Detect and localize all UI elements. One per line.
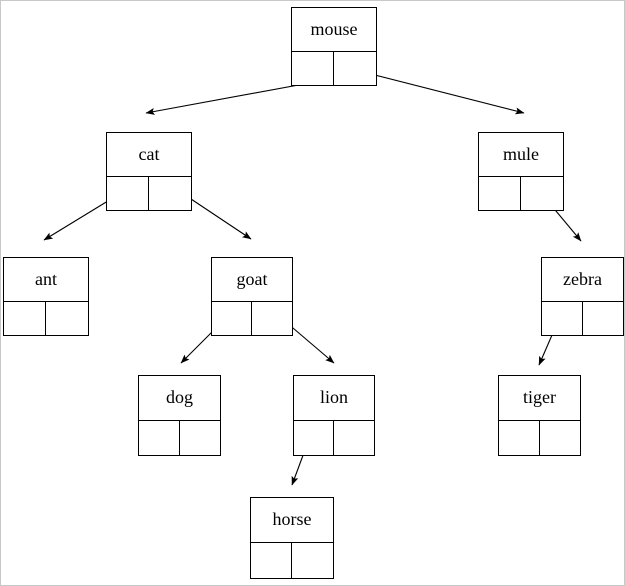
left-pointer-cell — [107, 177, 149, 210]
left-pointer-cell — [4, 302, 46, 335]
node-pointer-row — [139, 421, 220, 455]
tree-node-cat: cat — [106, 132, 192, 211]
left-pointer-cell — [542, 302, 583, 335]
tree-node-ant: ant — [3, 257, 89, 336]
left-pointer-cell — [479, 177, 521, 210]
right-pointer-cell — [46, 302, 88, 335]
right-pointer-cell — [334, 421, 374, 455]
node-pointer-row — [294, 421, 374, 455]
node-label: mouse — [292, 8, 376, 52]
right-pointer-cell — [334, 52, 376, 85]
node-pointer-row — [251, 543, 333, 578]
node-label: zebra — [542, 258, 623, 302]
left-pointer-cell — [292, 52, 334, 85]
node-pointer-row — [107, 177, 191, 210]
right-pointer-cell — [180, 421, 221, 455]
tree-node-dog: dog — [138, 375, 221, 456]
node-pointer-row — [4, 302, 88, 335]
tree-node-horse: horse — [250, 497, 334, 579]
edge-mouse-to-mule — [366, 72, 525, 115]
node-pointer-row — [499, 421, 580, 455]
tree-node-mouse: mouse — [291, 7, 377, 86]
tree-node-goat: goat — [211, 257, 293, 336]
right-pointer-cell — [583, 302, 624, 335]
node-pointer-row — [212, 302, 292, 335]
node-pointer-row — [292, 52, 376, 85]
node-label: mule — [479, 133, 563, 177]
tree-node-zebra: zebra — [541, 257, 624, 336]
node-pointer-row — [542, 302, 623, 335]
node-label: lion — [294, 376, 374, 421]
tree-node-tiger: tiger — [498, 375, 581, 456]
node-pointer-row — [479, 177, 563, 210]
right-pointer-cell — [252, 302, 292, 335]
right-pointer-cell — [521, 177, 563, 210]
node-label: ant — [4, 258, 88, 302]
node-label: cat — [107, 133, 191, 177]
node-label: horse — [251, 498, 333, 543]
node-label: dog — [139, 376, 220, 421]
node-label: goat — [212, 258, 292, 302]
node-label: tiger — [499, 376, 580, 421]
right-pointer-cell — [540, 421, 581, 455]
tree-node-mule: mule — [478, 132, 564, 211]
left-pointer-cell — [251, 543, 292, 578]
left-pointer-cell — [139, 421, 180, 455]
left-pointer-cell — [294, 421, 334, 455]
right-pointer-cell — [149, 177, 191, 210]
left-pointer-cell — [499, 421, 540, 455]
left-pointer-cell — [212, 302, 252, 335]
tree-node-lion: lion — [293, 375, 375, 456]
right-pointer-cell — [292, 543, 333, 578]
